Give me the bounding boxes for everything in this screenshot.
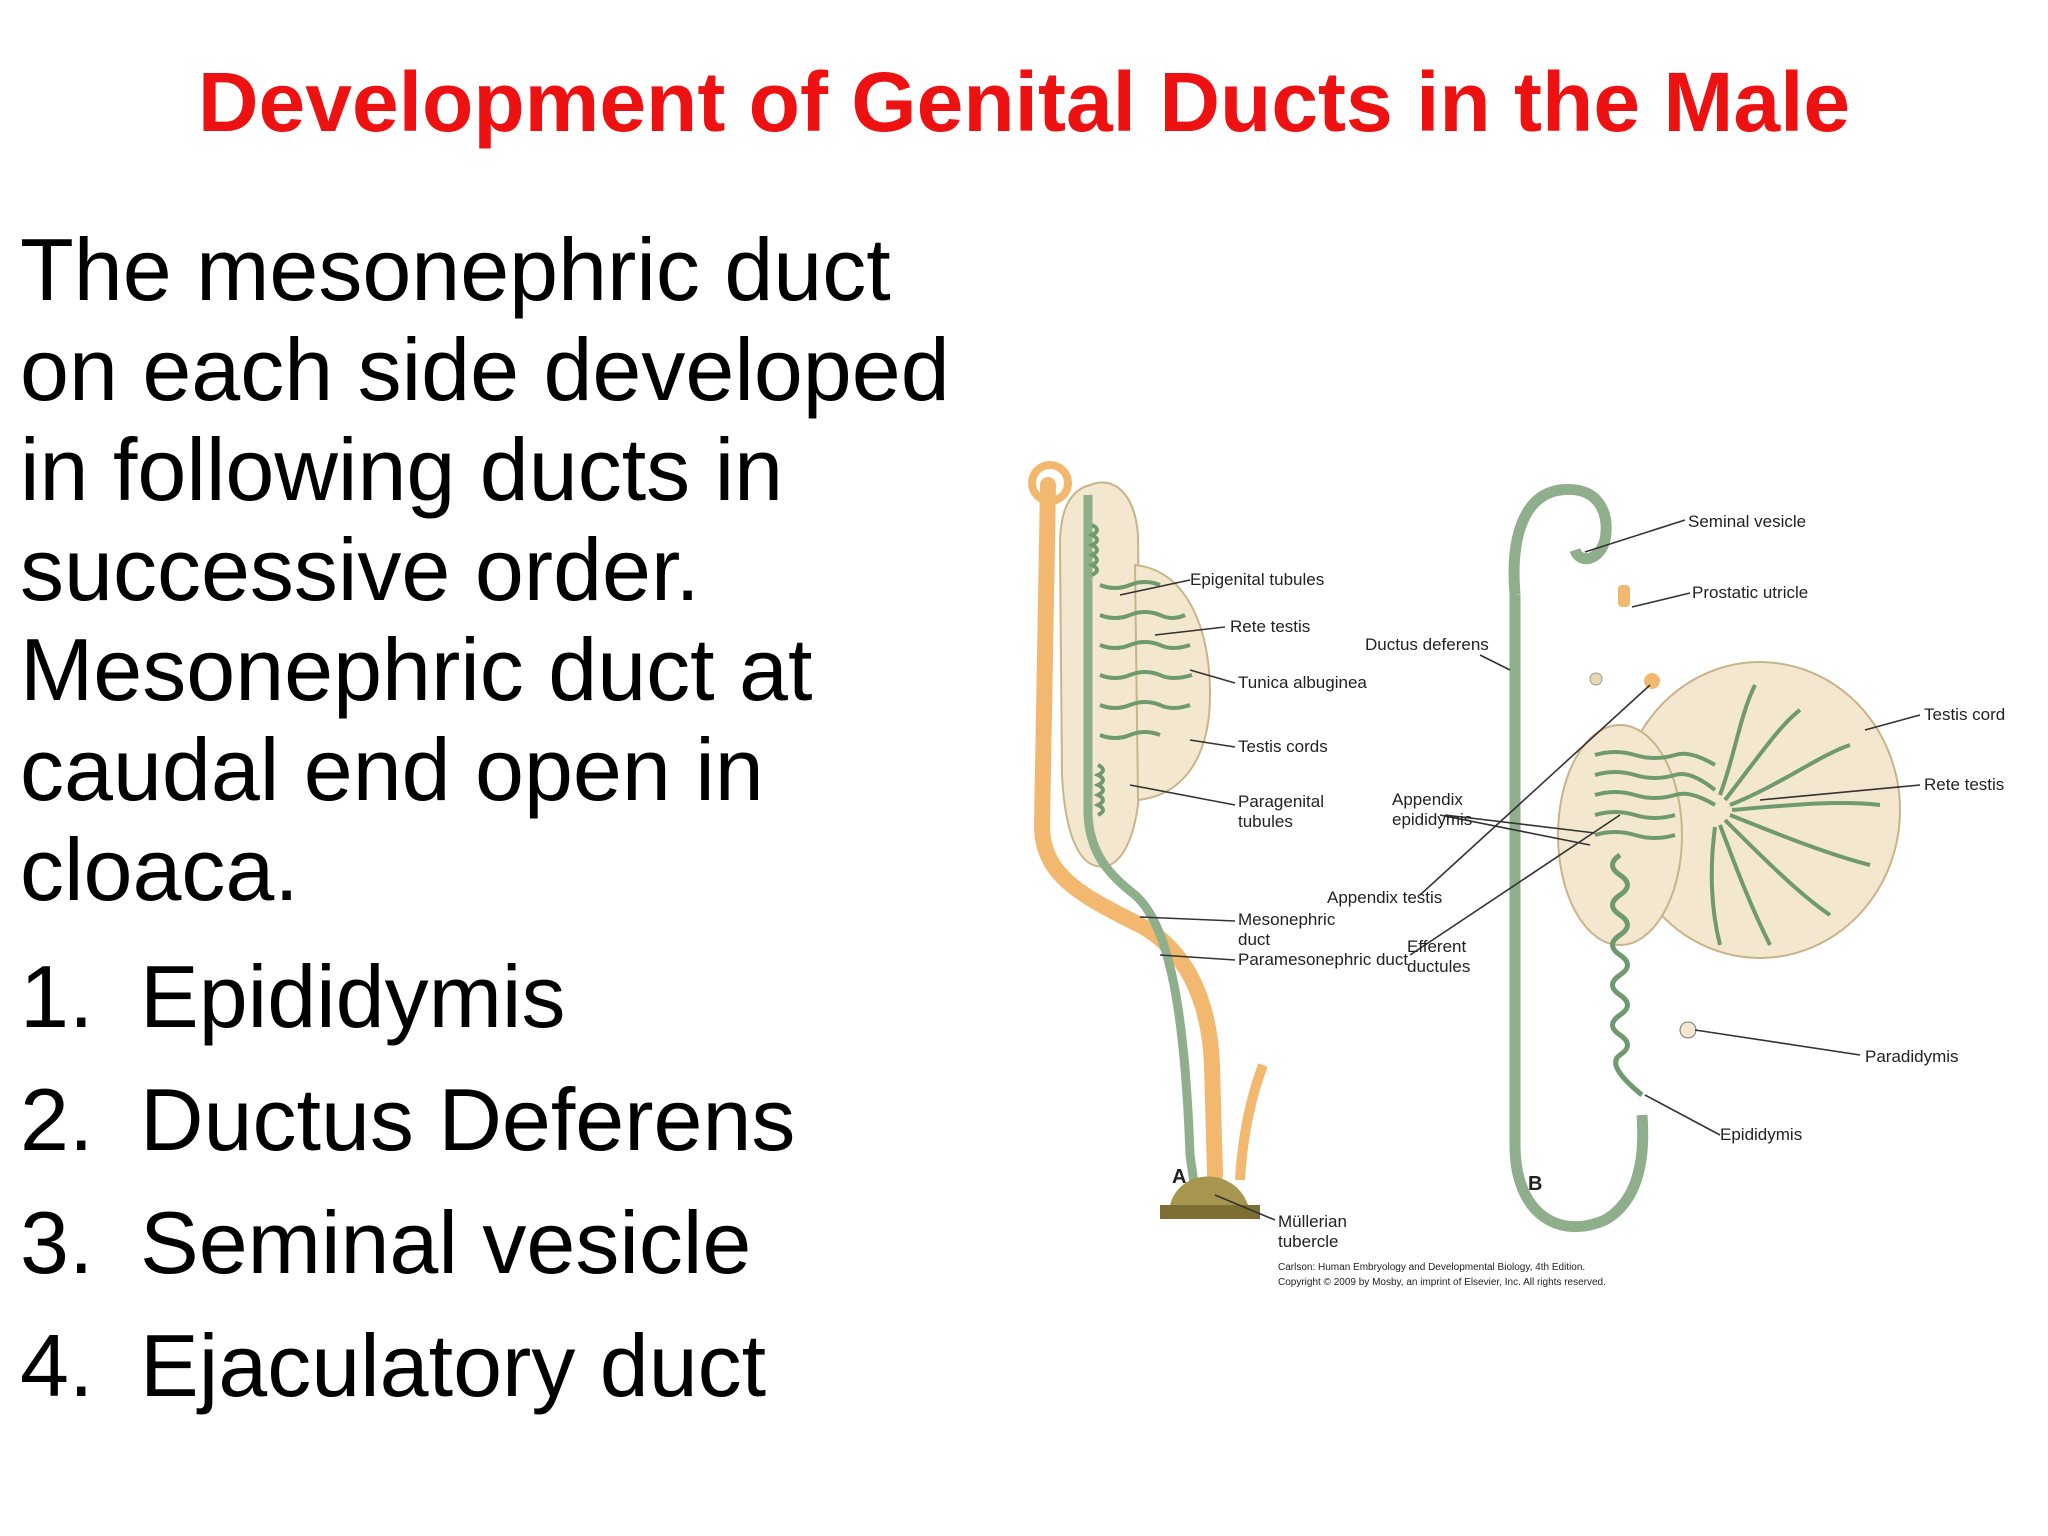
epididymis-duct	[1610, 852, 1644, 1097]
list-text: Ductus Deferens	[140, 1070, 796, 1169]
label-seminal-vesicle: Seminal vesicle	[1688, 512, 1806, 531]
intro-line: in following ducts in	[20, 420, 784, 519]
label-mullerian-2: tubercle	[1278, 1232, 1338, 1251]
figure-caption-line-1: Carlson: Human Embryology and Developmen…	[1278, 1262, 1585, 1273]
label-mesonephric-2: duct	[1238, 930, 1270, 949]
panel-b: Ductus deferens Seminal vesicle Prostati…	[1327, 484, 2005, 1233]
list-item: 2. Ductus Deferens	[20, 1058, 795, 1181]
appendix-epididymis	[1589, 672, 1603, 686]
label-paragenital-2: tubules	[1238, 812, 1293, 831]
list-item: 3. Seminal vesicle	[20, 1181, 795, 1304]
intro-line: caudal end open in	[20, 720, 764, 819]
list-number: 3.	[20, 1193, 94, 1292]
label-efferent-2: ductules	[1407, 957, 1470, 976]
label-rete-testis: Rete testis	[1924, 775, 2004, 794]
efferent-ductules	[1594, 750, 1717, 840]
paramesonephric-duct-right	[1235, 1063, 1268, 1181]
testis-cords-b	[1709, 684, 1881, 946]
panel-a: Epigenital tubules Rete testis Tunica al…	[1028, 461, 1408, 1251]
panel-b-letter: B	[1528, 1173, 1542, 1195]
panel-a-leaders	[1119, 579, 1276, 1221]
list-text: Seminal vesicle	[140, 1193, 752, 1292]
ductus-deferens	[1508, 484, 1612, 596]
urogenital-sinus	[1160, 1205, 1260, 1219]
slide-title: Development of Genital Ducts in the Male	[197, 55, 1851, 149]
panel-a-letter: A	[1172, 1166, 1186, 1188]
testis-tissue	[1133, 563, 1212, 802]
label-testis-cord: Testis cord	[1924, 705, 2005, 724]
label-appendix-epididymis-2: epididymis	[1392, 810, 1472, 829]
panel-b-leaders	[1409, 519, 1921, 1136]
paragenital-tubules	[1087, 523, 1193, 817]
prostatic-utricle	[1618, 585, 1630, 607]
list-text: Epididymis	[140, 947, 566, 1046]
ductus-deferens-descending	[1509, 595, 1649, 1233]
list-item: 4. Ejaculatory duct	[20, 1304, 795, 1427]
intro-line: cloaca.	[20, 820, 299, 919]
intro-paragraph: The mesonephric duct on each side develo…	[20, 220, 1030, 920]
label-tunica: Tunica albuginea	[1238, 673, 1367, 692]
mesonephric-duct	[1083, 495, 1200, 1191]
epididymis-body	[1557, 724, 1683, 946]
paradidymis	[1679, 1021, 1697, 1039]
appendix-testis	[1644, 673, 1660, 689]
list-number: 4.	[20, 1316, 94, 1415]
label-paradidymis: Paradidymis	[1865, 1047, 1959, 1066]
intro-line: The mesonephric duct	[20, 220, 891, 319]
label-epigenital: Epigenital tubules	[1190, 570, 1324, 589]
label-epididymis: Epididymis	[1720, 1125, 1802, 1144]
genital-ducts-figure: Epigenital tubules Rete testis Tunica al…	[1028, 461, 2005, 1288]
label-paramesonephric: Paramesonephric duct	[1238, 950, 1408, 969]
list-item: 1. Epididymis	[20, 935, 795, 1058]
list-number: 1.	[20, 947, 94, 1046]
derivatives-list: 1. Epididymis 2. Ductus Deferens 3. Seminal…	[20, 935, 795, 1427]
label-efferent: Efferent	[1407, 937, 1467, 956]
label-testis-cords: Testis cords	[1238, 737, 1328, 756]
label-appendix-testis: Appendix testis	[1327, 888, 1442, 907]
label-ductus-deferens: Ductus deferens	[1365, 635, 1489, 654]
label-paragenital: Paragenital	[1238, 792, 1324, 811]
list-number: 2.	[20, 1070, 94, 1169]
intro-line: Mesonephric duct at	[20, 620, 813, 719]
list-text: Ejaculatory duct	[140, 1316, 767, 1415]
label-prostatic-utricle: Prostatic utricle	[1692, 583, 1808, 602]
label-appendix-epididymis: Appendix	[1392, 790, 1463, 809]
intro-line: on each side developed	[20, 320, 950, 419]
label-rete-a: Rete testis	[1230, 617, 1310, 636]
label-mullerian: Müllerian	[1278, 1212, 1347, 1231]
mullerian-tubercle	[1170, 1176, 1248, 1205]
intro-line: successive order.	[20, 520, 700, 619]
paramesonephric-duct	[1033, 477, 1223, 1183]
label-mesonephric: Mesonephric	[1238, 910, 1336, 929]
figure-caption-line-2: Copyright © 2009 by Mosby, an imprint of…	[1278, 1277, 1606, 1288]
paramesonephric-ostium	[1028, 461, 1072, 505]
